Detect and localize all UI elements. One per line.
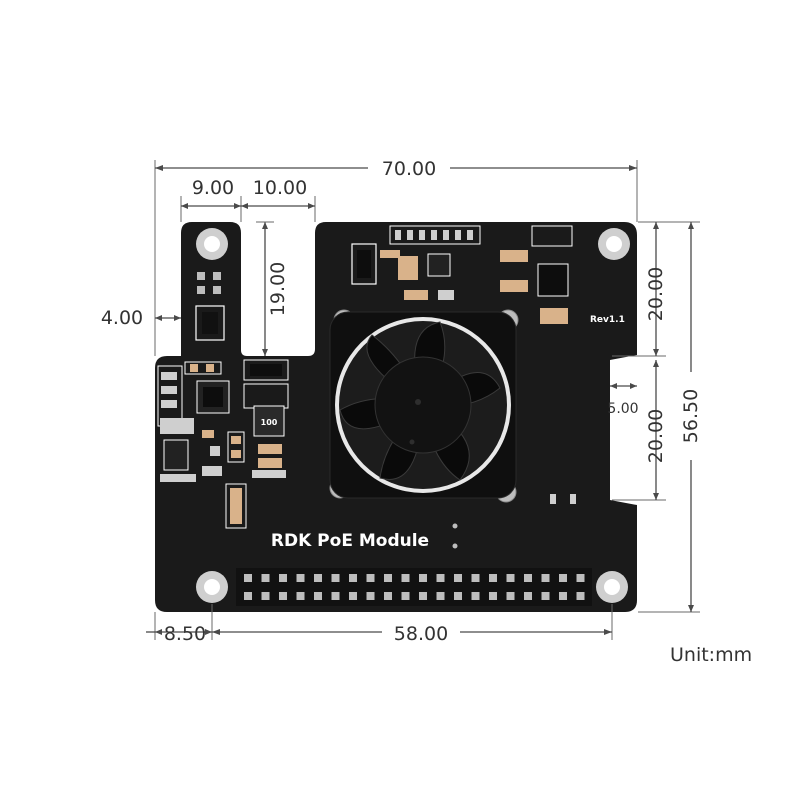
board-label: RDK PoE Module — [271, 531, 429, 551]
left-circuitry: 100 — [157, 359, 289, 529]
gpio-pin — [559, 592, 567, 600]
gpio-pin — [506, 574, 515, 582]
tab-components — [195, 272, 225, 341]
gpio-pin — [296, 574, 305, 582]
gpio-pin — [471, 592, 480, 600]
gpio-pin — [261, 592, 270, 600]
gpio-header — [236, 568, 592, 606]
gpio-pin — [279, 592, 287, 600]
gpio-pin — [279, 574, 287, 582]
gpio-pin — [419, 592, 427, 600]
gpio-pin — [401, 592, 410, 600]
gpio-pin — [576, 592, 585, 600]
dim-tab-offset: 4.00 — [101, 307, 143, 329]
cooling-fan — [329, 311, 517, 499]
gpio-pin — [384, 592, 392, 600]
gpio-pin — [489, 574, 497, 582]
mounting-hole-top-left — [196, 228, 228, 260]
gpio-pin — [349, 574, 357, 582]
dim-tab-width: 9.00 — [192, 177, 234, 199]
gpio-pin — [436, 574, 445, 582]
unit-label: Unit:mm — [670, 644, 752, 666]
gpio-pin — [314, 592, 322, 600]
gpio-pin — [401, 574, 410, 582]
dim-notch-width: 10.00 — [253, 177, 307, 199]
gpio-pin — [419, 574, 427, 582]
mounting-hole-bottom-left — [196, 571, 228, 603]
pcb-board: 100 — [155, 222, 637, 612]
gpio-pin — [314, 574, 322, 582]
fan-hub — [374, 356, 472, 454]
dim-right-upper: 20.00 — [645, 267, 667, 321]
mounting-hole-bottom-right — [596, 571, 628, 603]
gpio-pin — [576, 574, 585, 582]
dim-overall-height: 56.50 — [680, 389, 702, 443]
gpio-pin — [244, 592, 252, 600]
gpio-pin — [541, 574, 550, 582]
gpio-pin — [349, 592, 357, 600]
gpio-pin — [471, 574, 480, 582]
top-circuitry: Rev1.1 — [351, 225, 625, 325]
gpio-pin — [331, 574, 340, 582]
dim-hole-spacing: 58.00 — [394, 623, 448, 645]
inductor-mark: 100 — [261, 418, 278, 427]
dim-right-lower: 20.00 — [645, 409, 667, 463]
gpio-pin — [489, 592, 497, 600]
dim-right-step: 5.00 — [607, 401, 638, 417]
dim-notch-depth: 19.00 — [267, 262, 289, 316]
dimension-lines: 70.00 9.00 10.00 4.00 19.00 20.00 20.00 — [101, 158, 702, 645]
gpio-pin — [559, 574, 567, 582]
gpio-pin — [244, 574, 252, 582]
dim-overall-width: 70.00 — [382, 158, 436, 180]
gpio-pin — [524, 574, 532, 582]
mounting-hole-top-right — [598, 228, 630, 260]
gpio-pin — [366, 574, 375, 582]
gpio-pin — [261, 574, 270, 582]
gpio-pin — [541, 592, 550, 600]
gpio-pin — [366, 592, 375, 600]
gpio-pin — [454, 574, 462, 582]
gpio-pin — [524, 592, 532, 600]
revision-label: Rev1.1 — [590, 315, 625, 325]
gpio-pin — [384, 574, 392, 582]
gpio-pin — [296, 592, 305, 600]
gpio-pin — [454, 592, 462, 600]
gpio-pin — [436, 592, 445, 600]
dim-left-margin: 8.50 — [164, 623, 206, 645]
gpio-pin — [331, 592, 340, 600]
gpio-pin — [506, 592, 515, 600]
